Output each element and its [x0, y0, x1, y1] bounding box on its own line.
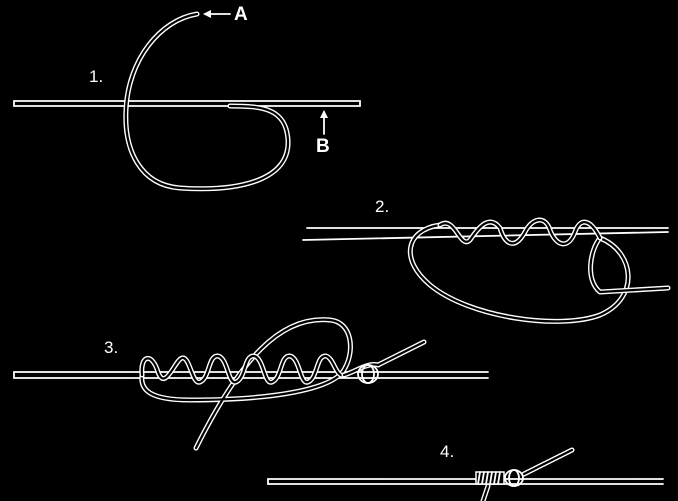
step4-main-line	[268, 479, 663, 484]
step2-main-line	[303, 228, 668, 240]
step4-label: 4.	[440, 442, 454, 462]
step3-main-line	[14, 372, 488, 378]
step2-loop	[410, 225, 668, 321]
end-a-label: A	[234, 4, 248, 26]
step4-illustration	[268, 450, 663, 501]
arrow-b	[320, 110, 328, 134]
step1-illustration	[14, 10, 360, 189]
arrow-a	[203, 10, 230, 18]
step3-tag-end	[344, 342, 424, 383]
step3-big-loop	[142, 320, 351, 448]
step2-label: 2.	[375, 197, 389, 217]
step1-main-line	[14, 101, 360, 106]
step3-illustration	[14, 320, 488, 448]
step2-wraps	[440, 220, 600, 244]
step1-label: 1.	[89, 67, 103, 87]
end-b-label: B	[316, 136, 330, 158]
step2-illustration	[303, 220, 668, 321]
step3-label: 3.	[104, 338, 118, 358]
